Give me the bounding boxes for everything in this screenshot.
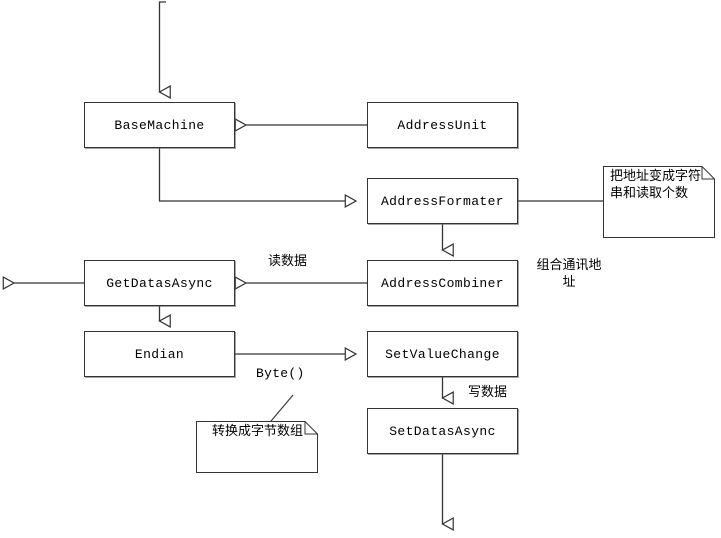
note-byte-array: 转换成字节数组 — [196, 421, 318, 473]
edge-label-combine-address: 组合通讯地址 — [536, 258, 602, 290]
node-set-value-change[interactable]: SetValueChange — [367, 331, 518, 377]
edge-label-byte: Byte() — [256, 366, 305, 381]
node-label: SetDatasAsync — [389, 423, 496, 439]
note-address-string: 把地址变成字符串和读取个数 — [603, 166, 715, 238]
note-shape — [603, 166, 715, 238]
node-set-datas-async[interactable]: SetDatasAsync — [367, 408, 518, 454]
edge-label-read-data: 读数据 — [268, 254, 308, 269]
note-text: 转换成字节数组 — [211, 424, 303, 439]
node-endian[interactable]: Endian — [84, 331, 235, 377]
note-text: 把地址变成字符串和读取个数 — [610, 169, 702, 201]
node-address-combiner[interactable]: AddressCombiner — [367, 260, 518, 306]
node-base-machine[interactable]: BaseMachine — [84, 102, 235, 148]
edge-basemachine-to-formater — [158, 148, 358, 208]
node-label: BaseMachine — [114, 117, 205, 133]
node-label: Endian — [134, 346, 185, 362]
node-address-formater[interactable]: AddressFormater — [367, 178, 518, 224]
node-get-datas-async[interactable]: GetDatasAsync — [84, 260, 235, 306]
node-label: SetValueChange — [385, 346, 500, 362]
edge-label-write-data: 写数据 — [468, 385, 508, 400]
node-label: AddressUnit — [397, 117, 488, 133]
edge-top-into-basemachine — [158, 1, 171, 99]
node-label: AddressCombiner — [380, 275, 505, 291]
node-address-unit[interactable]: AddressUnit — [367, 102, 518, 148]
node-label: AddressFormater — [380, 193, 505, 209]
note-shape — [196, 421, 318, 473]
node-label: GetDatasAsync — [106, 275, 213, 291]
